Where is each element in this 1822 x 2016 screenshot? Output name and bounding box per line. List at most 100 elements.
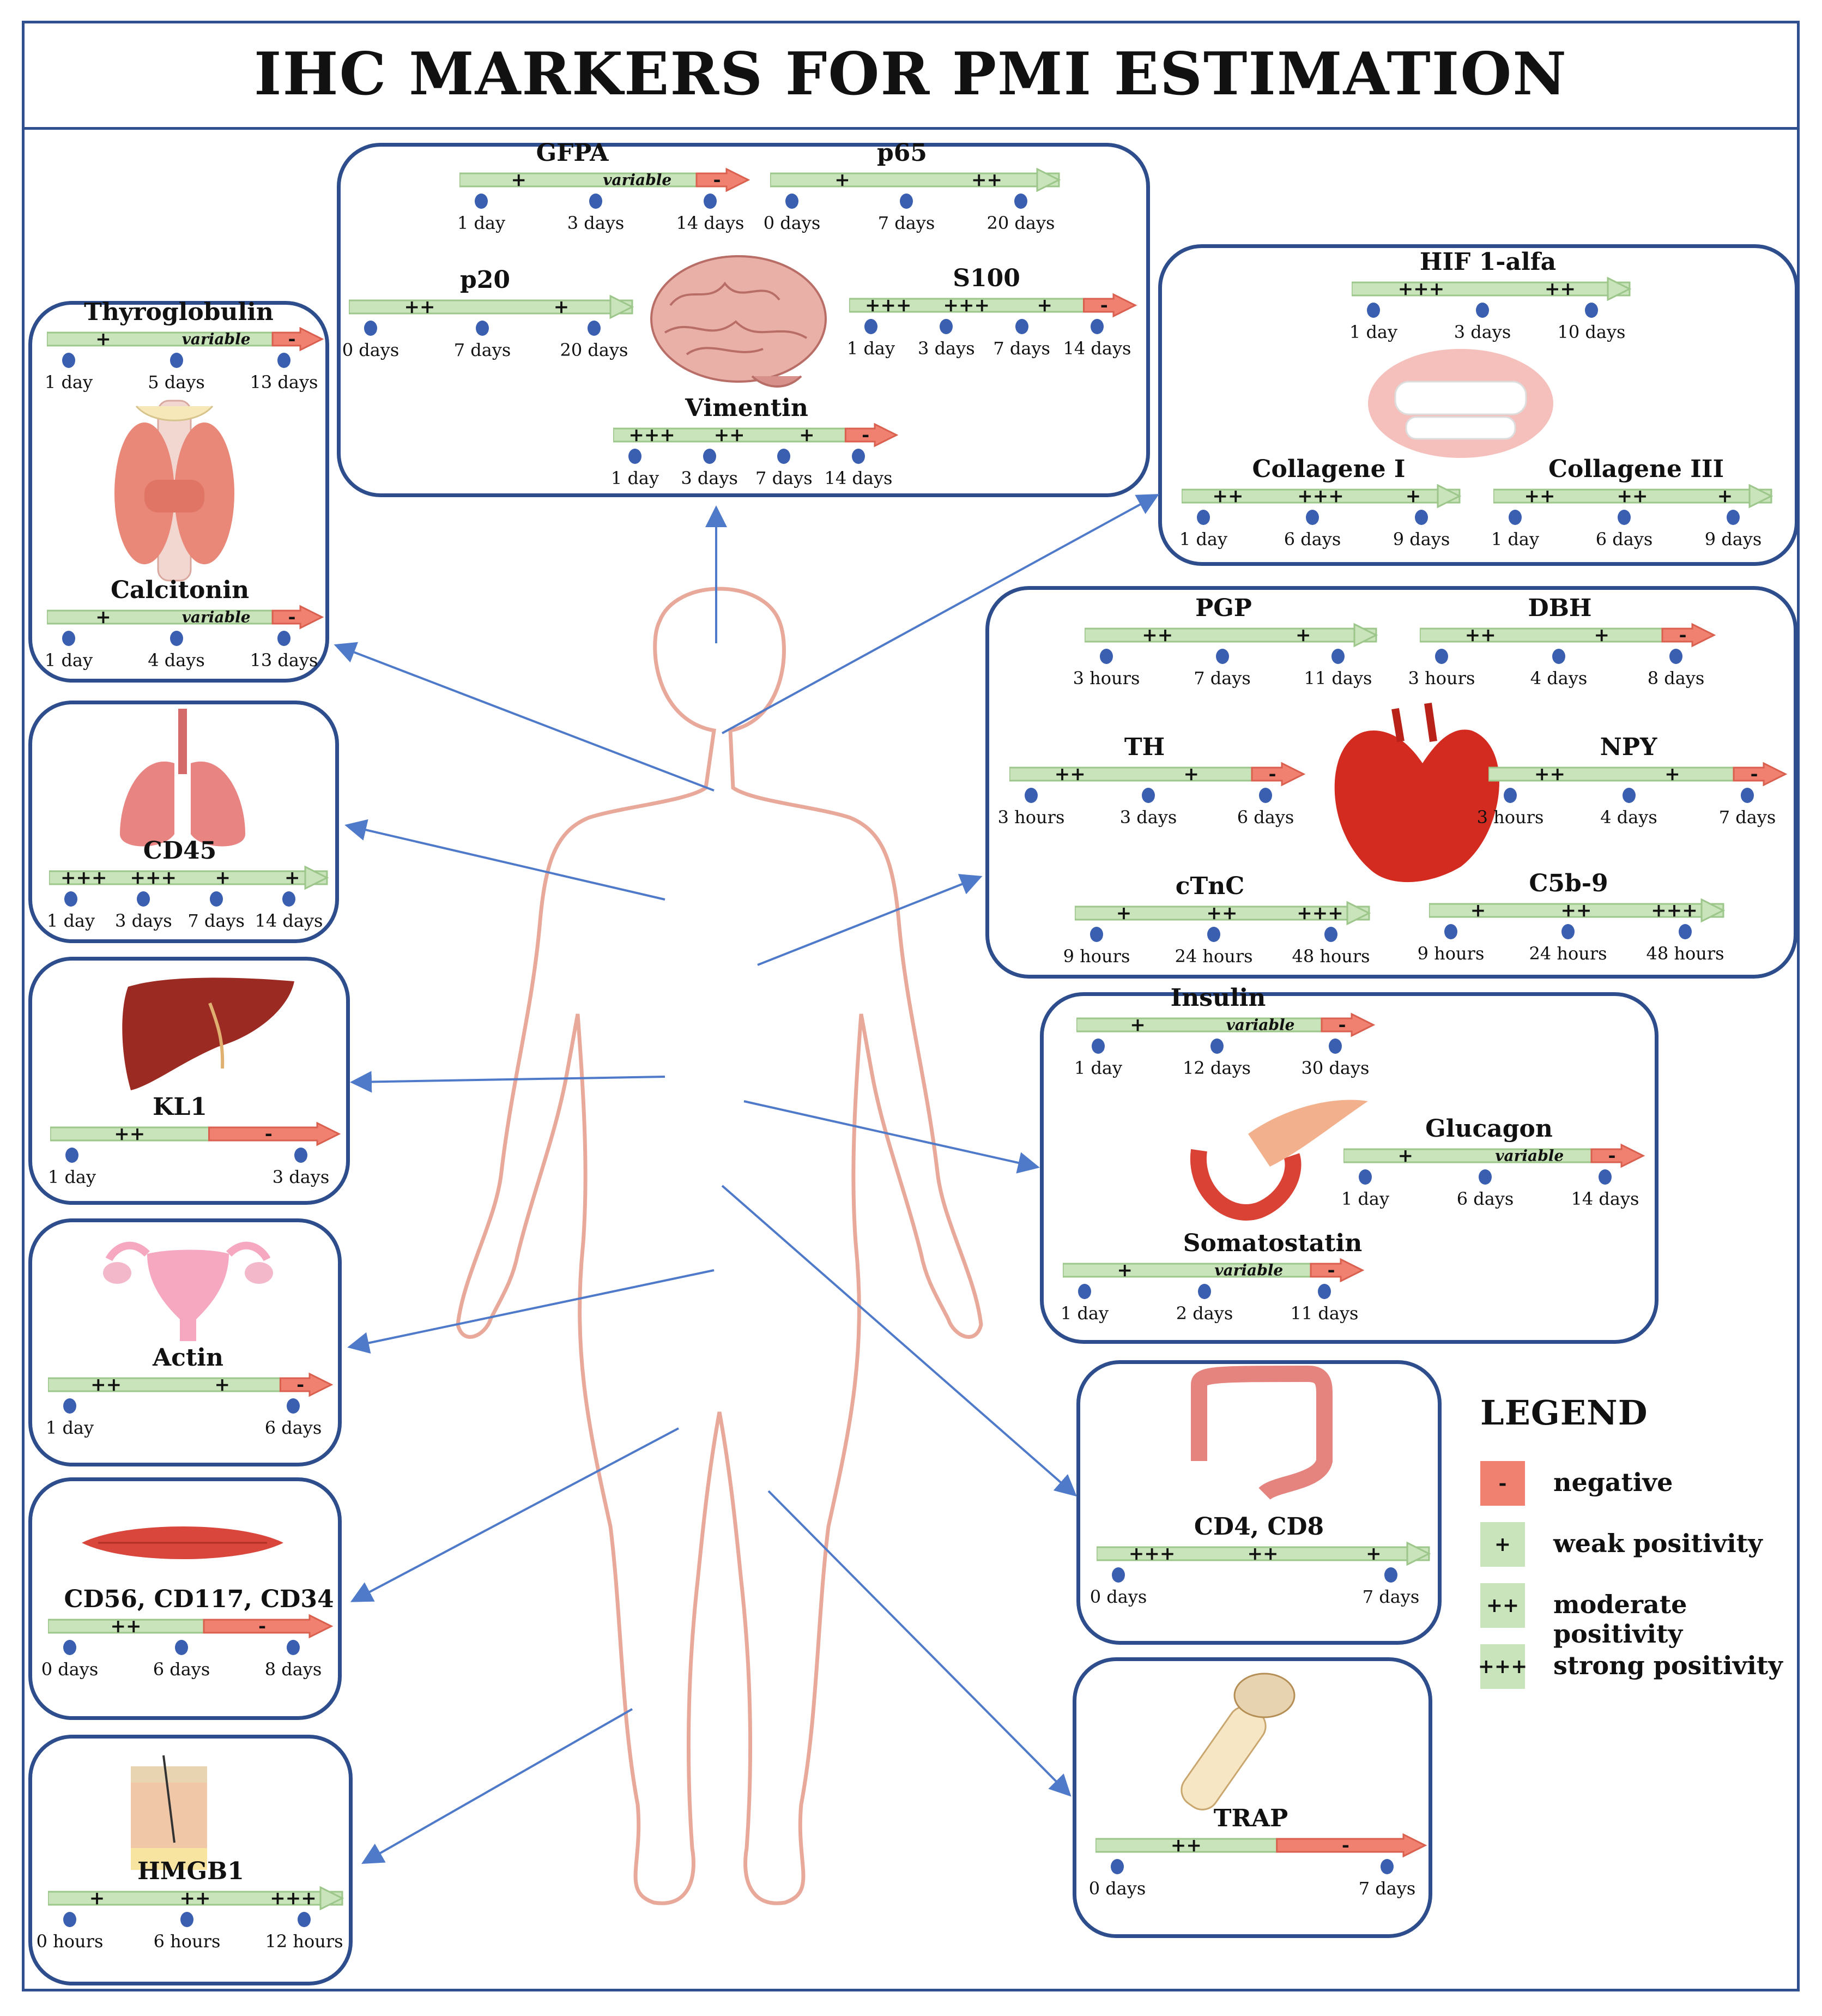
negative-segment bbox=[279, 1372, 334, 1397]
negative-symbol: - bbox=[258, 1615, 267, 1637]
positivity-symbol: + bbox=[215, 867, 231, 889]
time-label: 4 days bbox=[148, 650, 205, 671]
time-label: 7 days bbox=[1718, 807, 1776, 828]
arrow-head bbox=[1748, 484, 1773, 509]
marker-name: PGP bbox=[1195, 594, 1252, 622]
time-label: 1 day bbox=[1341, 1188, 1390, 1209]
time-point-marker bbox=[175, 1640, 188, 1655]
marker-name: CD4, CD8 bbox=[1194, 1513, 1324, 1541]
time-point-marker bbox=[64, 891, 77, 907]
marker-name: HMGB1 bbox=[137, 1857, 244, 1885]
legend-label-1: weak positivity bbox=[1553, 1529, 1763, 1558]
positive-segment bbox=[1097, 1546, 1430, 1561]
time-label: 1 day bbox=[457, 213, 506, 233]
positivity-symbol: ++ bbox=[1534, 763, 1565, 785]
time-point-marker bbox=[364, 321, 377, 336]
negative-segment bbox=[1251, 762, 1306, 787]
timeline-arrow bbox=[770, 167, 1061, 192]
positivity-symbol: +++ bbox=[270, 1887, 317, 1909]
time-point-marker bbox=[62, 353, 75, 368]
variable-label: variable bbox=[1495, 1146, 1564, 1165]
positive-segment bbox=[1085, 627, 1377, 643]
time-label: 1 day bbox=[846, 338, 895, 359]
time-point-marker bbox=[170, 631, 183, 646]
positivity-symbol: + bbox=[553, 296, 570, 318]
time-point-marker bbox=[1679, 924, 1692, 939]
bone-icon bbox=[1181, 1673, 1296, 1810]
negative-symbol: - bbox=[1327, 1259, 1335, 1281]
arrow-head bbox=[1036, 167, 1061, 192]
time-point-marker bbox=[1142, 788, 1155, 803]
colon-panel bbox=[1076, 1360, 1442, 1645]
time-point-marker bbox=[277, 631, 290, 646]
marker-name: NPY bbox=[1600, 733, 1657, 761]
negative-symbol: - bbox=[1608, 1145, 1616, 1167]
brain-icon bbox=[650, 255, 827, 388]
time-label: 3 hours bbox=[997, 807, 1065, 828]
time-label: 14 days bbox=[255, 910, 323, 931]
time-label: 7 days bbox=[755, 468, 813, 488]
positivity-symbol: ++ bbox=[404, 296, 435, 318]
time-point-marker bbox=[476, 321, 489, 336]
legend-swatch-3: +++ bbox=[1478, 1644, 1527, 1689]
time-point-marker bbox=[1015, 319, 1028, 334]
positivity-symbol: + bbox=[799, 424, 815, 446]
arrow-head bbox=[1437, 484, 1462, 509]
time-point-marker bbox=[277, 353, 290, 368]
time-label: 7 days bbox=[877, 213, 935, 233]
time-label: 3 days bbox=[567, 213, 625, 233]
timeline-arrow bbox=[49, 865, 329, 890]
time-point-marker bbox=[864, 319, 877, 334]
negative-segment bbox=[203, 1614, 334, 1639]
time-label: 1 day bbox=[610, 468, 659, 488]
time-point-marker bbox=[785, 194, 798, 209]
time-label: 3 hours bbox=[1408, 668, 1475, 689]
timeline-arrow bbox=[50, 1121, 341, 1146]
time-label: 3 days bbox=[1119, 807, 1177, 828]
time-label: 3 hours bbox=[1073, 668, 1140, 689]
positivity-symbol: + bbox=[95, 328, 111, 350]
positivity-symbol: +++ bbox=[1297, 902, 1343, 924]
timeline-arrow bbox=[47, 327, 324, 352]
negative-symbol: - bbox=[1341, 1834, 1349, 1856]
timeline-arrow bbox=[849, 293, 1137, 318]
negative-segment bbox=[695, 167, 750, 192]
time-label: 1 day bbox=[1179, 529, 1228, 550]
positive-segment bbox=[1488, 766, 1735, 782]
time-label: 7 days bbox=[1194, 668, 1251, 689]
time-point-marker bbox=[294, 1148, 307, 1163]
time-point-marker bbox=[282, 891, 295, 907]
timeline-arrow bbox=[1420, 623, 1716, 648]
timeline-arrow bbox=[1343, 1143, 1645, 1168]
time-point-marker bbox=[1622, 788, 1636, 803]
timeline-arrow bbox=[349, 294, 634, 319]
positive-segment bbox=[770, 172, 1060, 188]
marker-name: Glucagon bbox=[1425, 1115, 1553, 1143]
timeline-arrow bbox=[48, 1886, 344, 1911]
time-point-marker bbox=[287, 1640, 300, 1655]
positivity-symbol: ++ bbox=[1560, 900, 1592, 921]
positive-segment bbox=[1352, 281, 1631, 297]
time-point-marker bbox=[1111, 1859, 1124, 1874]
time-point-marker bbox=[1618, 510, 1631, 525]
time-label: 1 day bbox=[1349, 322, 1398, 342]
time-label: 14 days bbox=[1571, 1188, 1639, 1209]
time-point-marker bbox=[1435, 649, 1448, 664]
time-label: 3 hours bbox=[1476, 807, 1544, 828]
time-label: 14 days bbox=[1063, 338, 1131, 359]
positivity-symbol: +++ bbox=[628, 424, 675, 446]
positivity-symbol: + bbox=[95, 606, 111, 628]
legend-title: LEGEND bbox=[1480, 1393, 1648, 1433]
time-point-marker bbox=[180, 1912, 193, 1927]
time-label: 14 days bbox=[676, 213, 744, 233]
time-point-marker bbox=[1210, 1039, 1224, 1054]
timeline-arrow bbox=[1063, 1258, 1365, 1283]
positive-segment bbox=[1063, 1263, 1312, 1278]
time-point-marker bbox=[1100, 649, 1113, 664]
time-point-marker bbox=[1025, 788, 1038, 803]
marker-name: Calcitonin bbox=[110, 576, 250, 604]
time-label: 12 hours bbox=[265, 1931, 343, 1952]
time-label: 1 day bbox=[44, 650, 93, 671]
time-label: 7 days bbox=[1358, 1878, 1416, 1899]
